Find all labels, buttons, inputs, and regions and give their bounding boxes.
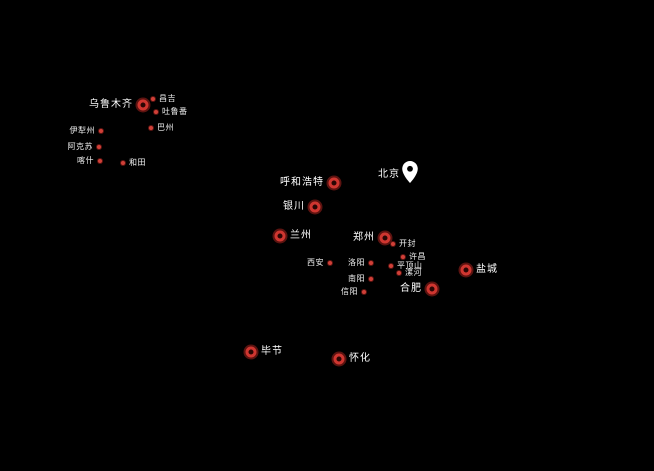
city-label: 郑州	[353, 232, 375, 243]
city-label: 伊犁州	[69, 126, 95, 135]
city-marker[interactable]	[397, 271, 401, 275]
city-marker[interactable]	[137, 99, 149, 111]
city-marker[interactable]	[121, 161, 125, 165]
city-marker[interactable]	[362, 290, 366, 294]
city-marker[interactable]	[328, 261, 332, 265]
location-pin-icon[interactable]	[402, 161, 418, 183]
city-label: 平顶山	[397, 261, 423, 270]
city-label: 洛阳	[348, 258, 365, 267]
city-marker[interactable]	[151, 97, 155, 101]
city-label: 巴州	[157, 123, 174, 132]
city-label: 乌鲁木齐	[89, 99, 133, 110]
city-label: 昌吉	[159, 94, 176, 103]
city-marker[interactable]	[369, 277, 373, 281]
city-marker[interactable]	[460, 264, 472, 276]
city-label: 和田	[129, 158, 146, 167]
city-label: 怀化	[349, 353, 371, 364]
city-label: 漯河	[405, 268, 422, 277]
city-marker[interactable]	[391, 242, 395, 246]
city-marker[interactable]	[245, 346, 257, 358]
city-label: 兰州	[290, 230, 312, 241]
city-label: 合肥	[400, 283, 422, 294]
city-label: 北京	[378, 169, 400, 180]
city-marker[interactable]	[149, 126, 153, 130]
city-label: 西安	[307, 258, 324, 267]
city-label: 喀什	[77, 156, 94, 165]
city-marker[interactable]	[328, 177, 340, 189]
city-marker[interactable]	[369, 261, 373, 265]
city-label: 开封	[399, 239, 416, 248]
city-marker[interactable]	[389, 264, 393, 268]
city-label: 许昌	[409, 252, 426, 261]
city-marker[interactable]	[99, 129, 103, 133]
city-marker[interactable]	[401, 255, 405, 259]
city-label: 南阳	[348, 274, 365, 283]
city-marker[interactable]	[154, 110, 158, 114]
city-marker[interactable]	[333, 353, 345, 365]
city-label: 信阳	[341, 287, 358, 296]
city-label: 呼和浩特	[280, 177, 324, 188]
city-marker[interactable]	[97, 145, 101, 149]
city-label: 吐鲁番	[162, 107, 188, 116]
city-label: 盐城	[476, 264, 498, 275]
city-marker[interactable]	[426, 283, 438, 295]
city-marker[interactable]	[309, 201, 321, 213]
city-marker[interactable]	[98, 159, 102, 163]
city-marker[interactable]	[379, 232, 391, 244]
city-label: 毕节	[261, 346, 283, 357]
city-marker[interactable]	[274, 230, 286, 242]
city-label: 阿克苏	[67, 142, 93, 151]
city-label: 银川	[283, 201, 305, 212]
